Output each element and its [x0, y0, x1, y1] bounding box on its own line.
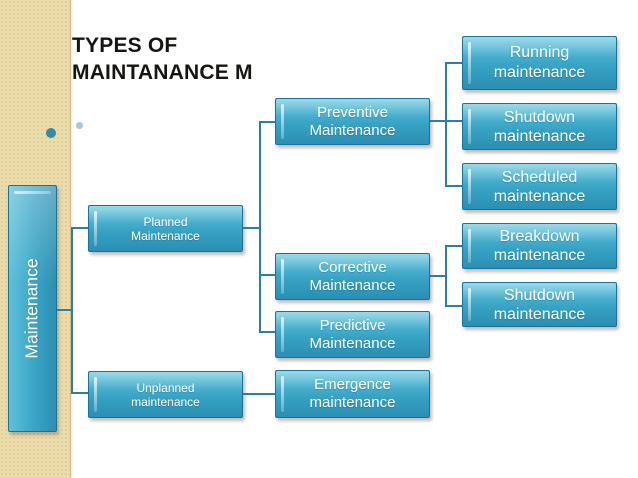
node-preventive-maintenance: Preventive Maintenance: [275, 98, 430, 145]
connector-right-bracket-top: [445, 62, 447, 186]
connector-preventive-stub: [430, 120, 446, 122]
connector-planned-stub: [243, 227, 260, 229]
node-breakdown-maintenance: Breakdown maintenance: [462, 223, 617, 269]
connector-unplanned-emergence: [243, 393, 275, 395]
node-label: Planned Maintenance: [131, 214, 200, 243]
connector-to-predictive: [259, 331, 275, 333]
connector-right-bracket-bottom: [445, 245, 447, 307]
node-running-maintenance: Running maintenance: [462, 36, 617, 90]
connector-mid-bracket: [259, 121, 261, 333]
node-shutdown-maintenance-preventive: Shutdown maintenance: [462, 103, 617, 150]
node-label: Predictive Maintenance: [309, 316, 396, 352]
node-label: Scheduled maintenance: [493, 168, 586, 205]
bullet-dot-small-icon: [76, 122, 83, 129]
node-label: Preventive Maintenance: [309, 103, 396, 139]
connector-to-unplanned: [71, 392, 88, 394]
connector-maintenance-stub: [57, 309, 72, 311]
node-shutdown-maintenance-corrective: Shutdown maintenance: [462, 282, 617, 327]
connector-to-preventive: [259, 121, 275, 123]
connector-to-breakdown: [445, 245, 462, 247]
node-label: Shutdown maintenance: [493, 108, 586, 145]
node-emergence-maintenance: Emergence maintenance: [275, 370, 430, 418]
node-label: Breakdown maintenance: [493, 228, 586, 264]
bullet-dot-icon: [46, 128, 56, 138]
node-label: Maintenance: [22, 258, 42, 359]
connector-to-shutdown2: [445, 305, 462, 307]
connector-to-running: [445, 62, 462, 64]
node-label: Unplanned maintenance: [131, 380, 200, 409]
node-unplanned-maintenance: Unplanned maintenance: [88, 371, 243, 418]
node-maintenance-root: Maintenance: [8, 185, 57, 432]
node-corrective-maintenance: Corrective Maintenance: [275, 253, 430, 300]
node-label: Running maintenance: [493, 44, 586, 81]
node-label: Emergence maintenance: [309, 376, 396, 411]
connector-to-scheduled: [445, 185, 462, 187]
node-planned-maintenance: Planned Maintenance: [88, 205, 243, 252]
node-predictive-maintenance: Predictive Maintenance: [275, 311, 430, 358]
node-scheduled-maintenance: Scheduled maintenance: [462, 163, 617, 210]
connector-left-bracket: [71, 227, 73, 394]
node-label: Shutdown maintenance: [493, 286, 586, 323]
connector-to-shutdown1: [445, 120, 462, 122]
node-label: Corrective Maintenance: [309, 258, 396, 294]
slide-title: TYPES OF MAINTANANCE M: [72, 34, 253, 85]
connector-to-corrective: [259, 274, 275, 276]
connector-to-planned: [71, 227, 88, 229]
connector-corrective-stub: [430, 275, 446, 277]
